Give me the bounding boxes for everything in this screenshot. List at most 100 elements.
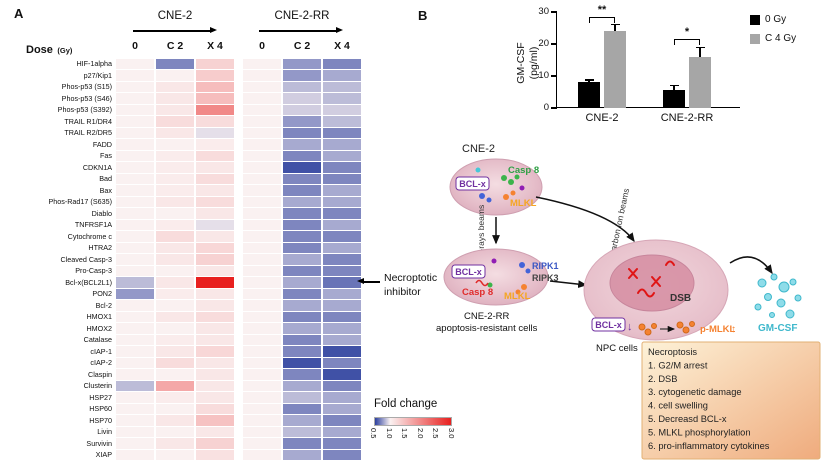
heatmap-cell — [156, 219, 194, 230]
heatmap-cell — [243, 127, 281, 138]
heatmap-cell — [243, 277, 281, 288]
heatmap-cell — [283, 81, 321, 92]
heatmap-cell — [156, 288, 194, 299]
heatmap-cell — [116, 254, 154, 265]
group-header-cne2: CNE-2 — [157, 10, 193, 22]
fold-change-legend-title: Fold change — [374, 398, 438, 410]
heatmap-row-label: cIAP-1 — [90, 346, 112, 356]
npc-nucleus — [609, 254, 695, 312]
y-axis-title-line2: (pg/ml) — [528, 46, 541, 80]
cell2-caption-line2: apoptosis-resistant cells — [436, 323, 538, 334]
heatmap-cell — [156, 415, 194, 426]
heatmap-cell — [243, 254, 281, 265]
heatmap-cell — [323, 58, 361, 69]
bar-CNE-2-RR-0Gy — [663, 90, 685, 108]
heatmap-cell — [116, 426, 154, 437]
panel-a-label: A — [14, 6, 24, 21]
heatmap-cell — [243, 449, 281, 460]
heatmap-cell — [243, 208, 281, 219]
heatmap-row-label: Phos-p53 (S15) — [61, 82, 112, 91]
heatmap-cell — [283, 242, 321, 253]
bar-CNE-2-C4Gy — [604, 31, 626, 108]
heatmap-cell — [196, 139, 234, 150]
heatmap-cell — [156, 231, 194, 242]
heatmap-cell — [196, 219, 234, 230]
necroptosis-line: 1. G2/M arrest — [648, 360, 708, 370]
dose-word: Dose — [26, 44, 53, 56]
necroptosis-line: Necroptosis — [648, 347, 697, 357]
heatmap-cell — [323, 357, 361, 368]
legend-item-0gy: 0 Gy — [750, 14, 796, 25]
heatmap-cell — [243, 242, 281, 253]
annotation-line1: Necroptotic — [384, 272, 438, 284]
heatmap-cell — [196, 288, 234, 299]
pmlkl-up-arrow-icon: ↑ — [731, 324, 736, 335]
heatmap-cell — [243, 93, 281, 104]
error-bar — [673, 85, 675, 91]
heatmap-cell — [243, 185, 281, 196]
dose-col-0: 0 — [132, 40, 138, 52]
error-bar-cap — [669, 85, 679, 87]
heatmap-row-label: TNFRSF1A — [74, 220, 112, 229]
heatmap-row-label: HSP27 — [89, 392, 112, 402]
dsb-label: DSB — [670, 293, 691, 304]
heatmap-row-label: Claspin — [88, 369, 112, 379]
heatmap-cell — [116, 139, 154, 150]
heatmap-cell — [116, 81, 154, 92]
mlkl-dot-cluster — [638, 323, 657, 336]
heatmap-row-label: Phos-Rad17 (S635) — [48, 197, 112, 206]
y-axis-tick-label: 30 — [538, 6, 549, 17]
error-bar — [588, 79, 590, 83]
heatmap-cell — [323, 369, 361, 380]
heatmap-cell — [196, 254, 234, 265]
y-axis-tick — [551, 11, 557, 13]
legend-tick: 0.5 — [369, 428, 378, 439]
heatmap-row-label: Livin — [97, 427, 112, 436]
heatmap-cell — [116, 116, 154, 127]
heatmap-cell — [323, 449, 361, 460]
heatmap-cell — [243, 162, 281, 173]
heatmap-cell — [323, 288, 361, 299]
heatmap-cell — [156, 127, 194, 138]
heatmap-cell — [283, 70, 321, 81]
left-arrow-icon — [357, 278, 380, 284]
heatmap-cell — [323, 403, 361, 414]
heatmap-cell — [243, 357, 281, 368]
heatmap-cell — [323, 93, 361, 104]
heatmap-cell — [196, 277, 234, 288]
heatmap-cell — [116, 449, 154, 460]
heatmap-cell — [323, 185, 361, 196]
heatmap-cell — [243, 219, 281, 230]
heatmap-row-label: cIAP-2 — [90, 358, 112, 367]
heatmap-row-label: HMOX1 — [86, 312, 112, 321]
y-axis-title-line1: GM-CSF — [515, 42, 527, 84]
heatmap-cell — [323, 415, 361, 426]
heatmap-cell — [156, 70, 194, 81]
x-category-label: CNE-2-RR — [660, 112, 714, 124]
heatmap-row-label: Cytochrome c — [67, 231, 112, 241]
fold-change-gradient-bar — [374, 417, 452, 426]
heatmap-cell — [243, 311, 281, 322]
heatmap-cell — [323, 196, 361, 207]
heatmap-cell — [116, 173, 154, 184]
heatmap-cell — [156, 265, 194, 276]
heatmap-cell — [196, 104, 234, 115]
heatmap-cell — [243, 104, 281, 115]
heatmap-cell — [196, 392, 234, 403]
heatmap-cell — [196, 208, 234, 219]
heatmap-cell — [323, 346, 361, 357]
heatmap-cell — [196, 403, 234, 414]
legend-label-0gy: 0 Gy — [765, 14, 787, 25]
heatmap-cell — [116, 208, 154, 219]
heatmap-cell — [156, 300, 194, 311]
heatmap-cell — [283, 426, 321, 437]
heatmap-cell — [283, 392, 321, 403]
cell2-to-npc-arrow — [549, 280, 588, 289]
necroptosis-line: 4. cell swelling — [648, 401, 708, 411]
heatmap-cell — [283, 369, 321, 380]
heatmap-cell — [196, 196, 234, 207]
heatmap-cell — [116, 334, 154, 345]
pmlkl-dot-cluster — [676, 321, 695, 334]
heatmap-cell — [156, 392, 194, 403]
heatmap-cell — [323, 254, 361, 265]
